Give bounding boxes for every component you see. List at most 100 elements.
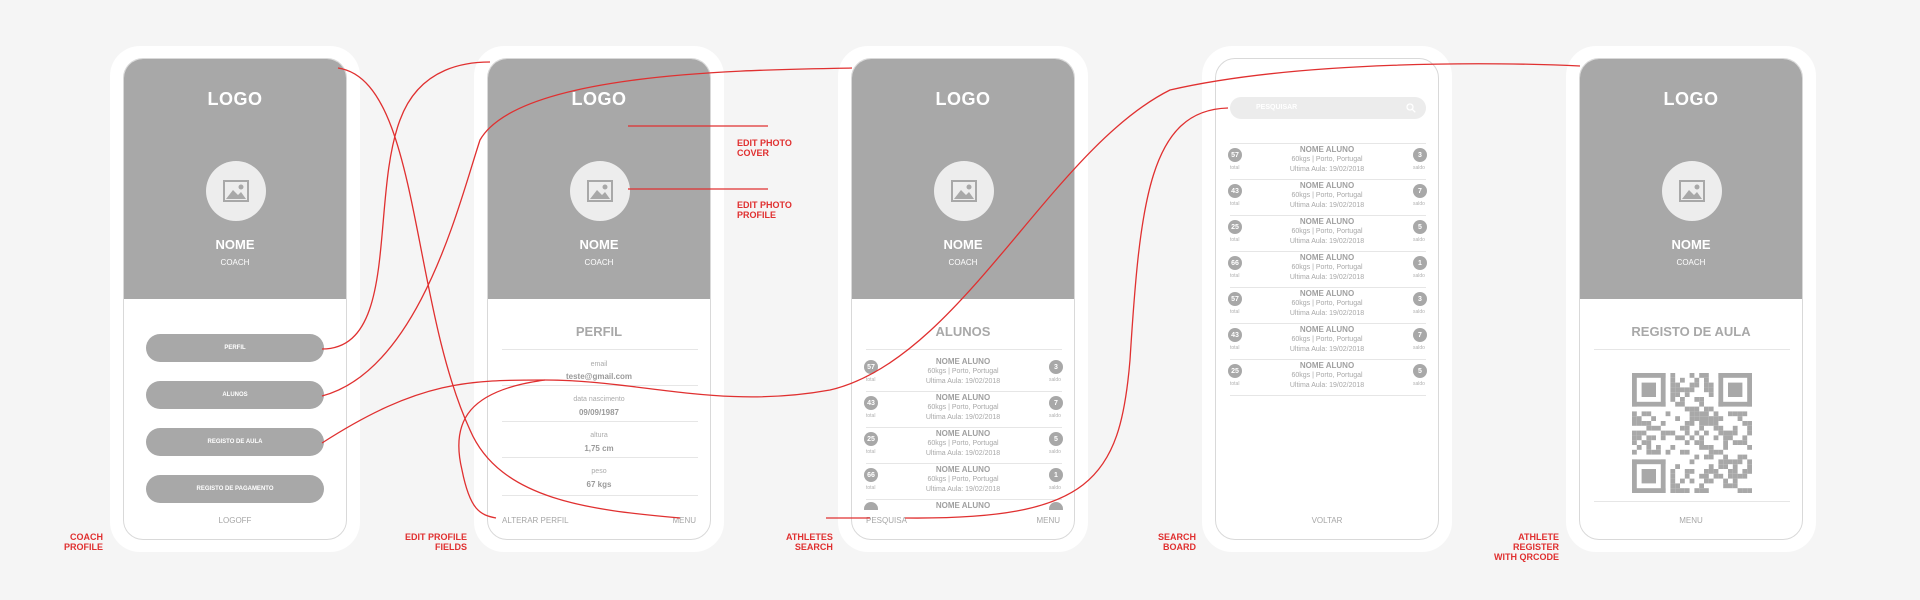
list-item[interactable]: 43 total NOME ALUNO 60kgs | Porto, Portu…	[1216, 181, 1438, 217]
divider	[1230, 251, 1426, 252]
qr-module	[1684, 469, 1690, 474]
qr-module	[1641, 440, 1647, 445]
qr-module	[1641, 382, 1656, 397]
qr-module	[1632, 459, 1666, 465]
weight-field[interactable]: 67 kgs	[586, 480, 612, 489]
perfil-button[interactable]: PERFIL	[146, 334, 324, 362]
list-item[interactable]: 57 total NOME ALUNO 60kgs | Porto, Portu…	[1216, 289, 1438, 325]
logoff-link[interactable]: LOGOFF	[218, 516, 252, 525]
list-item[interactable]: 25 total NOME ALUNO 60kgs | Porto, Portu…	[1216, 217, 1438, 253]
qr-module	[1675, 416, 1680, 421]
height-field[interactable]: 1,75 cm	[584, 444, 614, 453]
qr-module	[1742, 454, 1748, 460]
qr-module	[1684, 421, 1690, 426]
saldo-label: saldo	[1049, 377, 1061, 383]
qr-module	[1665, 430, 1671, 436]
athlete-last-class: Ultima Aula: 19/02/2018	[1289, 382, 1365, 389]
qr-module	[1723, 435, 1728, 441]
qr-module	[1723, 430, 1728, 436]
qr-module	[1708, 416, 1714, 421]
alterar-perfil-link[interactable]: ALTERAR PERFIL	[502, 516, 569, 525]
athlete-info: 60kgs | Porto, Portugal	[1291, 156, 1363, 163]
qr-module	[1675, 387, 1680, 393]
divider	[866, 463, 1062, 464]
qr-module	[1660, 430, 1666, 436]
qr-module	[1718, 459, 1724, 465]
annotation-line: COACH	[70, 532, 104, 542]
qr-module	[1732, 464, 1738, 469]
pesquisa-link[interactable]: PESQUISA	[866, 516, 907, 525]
avatar[interactable]	[570, 161, 630, 221]
qr-module	[1708, 387, 1714, 393]
weight-label: peso	[591, 468, 607, 475]
page-title: PERFIL	[575, 324, 623, 339]
qr-module	[1728, 459, 1733, 465]
athlete-last-class: Ultima Aula: 19/02/2018	[1289, 166, 1365, 173]
image-icon	[1679, 180, 1705, 202]
birthdate-field[interactable]: 09/09/1987	[578, 408, 620, 417]
list-item[interactable]: 43 total NOME ALUNO 60kgs | Porto, Portu…	[1216, 325, 1438, 361]
screen-athlete-register: LOGO NOME COACH REGISTO DE AULA MENU	[1579, 58, 1803, 540]
registo-aula-button[interactable]: REGISTO DE AULA	[146, 428, 324, 456]
list-item[interactable]: 43 total NOME ALUNO 60kgs | Porto, Portu…	[852, 393, 1074, 429]
menu-link[interactable]: MENU	[1036, 516, 1060, 525]
list-item[interactable]: 25 total NOME ALUNO 60kgs | Porto, Portu…	[852, 429, 1074, 465]
divider	[1230, 215, 1426, 216]
qr-module	[1699, 483, 1704, 489]
screen-search-board: PESQUISAR 57 total NOME ALUNO 60kgs | Po…	[1215, 58, 1439, 540]
annotation-line: EDIT PHOTO	[737, 138, 792, 148]
qr-module	[1737, 416, 1743, 421]
menu-link[interactable]: MENU	[672, 516, 696, 525]
search-icon[interactable]	[1406, 103, 1416, 113]
qr-module	[1732, 469, 1738, 474]
saldo-label: saldo	[1413, 381, 1425, 387]
qr-module	[1699, 397, 1704, 402]
qr-module	[1646, 435, 1652, 441]
menu-link[interactable]: MENU	[1679, 516, 1703, 525]
qr-module	[1646, 425, 1652, 431]
avatar	[934, 161, 994, 221]
qr-module	[1708, 464, 1714, 469]
email-field[interactable]: teste@gmail.com	[565, 372, 633, 381]
divider	[866, 391, 1062, 392]
qr-module	[1680, 387, 1685, 393]
divider	[1594, 349, 1790, 350]
qr-module	[1689, 469, 1695, 474]
qr-module	[1646, 440, 1652, 445]
screen-coach-profile: LOGO NOME COACH PERFIL ALUNOS REGISTO DE…	[123, 58, 347, 540]
search-input[interactable]: PESQUISAR	[1230, 97, 1426, 119]
qr-module	[1713, 421, 1719, 426]
qr-module	[1636, 416, 1642, 421]
qr-module	[1708, 449, 1714, 455]
qr-module	[1704, 406, 1709, 412]
list-item[interactable]: 57 total NOME ALUNO 60kgs | Porto, Portu…	[1216, 145, 1438, 181]
qr-module	[1641, 469, 1656, 484]
qr-module	[1694, 382, 1700, 388]
saldo-label: saldo	[1413, 201, 1425, 207]
divider	[1594, 501, 1790, 502]
qr-module	[1718, 449, 1724, 455]
qr-module	[1713, 435, 1719, 441]
qr-module	[1728, 411, 1733, 417]
qr-module	[1699, 401, 1704, 407]
list-item[interactable]: 66 total NOME ALUNO 60kgs | Porto, Portu…	[852, 465, 1074, 501]
alunos-button[interactable]: ALUNOS	[146, 381, 324, 409]
qr-module	[1704, 488, 1709, 493]
voltar-link[interactable]: VOLTAR	[1311, 516, 1343, 525]
saldo-badge: 3	[1049, 360, 1063, 374]
saldo-badge: 3	[1413, 292, 1427, 306]
qr-module	[1651, 425, 1656, 431]
qr-module	[1728, 473, 1733, 479]
list-item[interactable]: 57 total NOME ALUNO 60kgs | Porto, Portu…	[852, 357, 1074, 393]
registo-pagamento-button[interactable]: REGISTO DE PAGAMENTO	[146, 475, 324, 503]
list-item[interactable]: 66 total NOME ALUNO 60kgs | Porto, Portu…	[1216, 253, 1438, 289]
qr-module	[1684, 440, 1690, 445]
qr-module	[1704, 421, 1709, 426]
qr-module	[1689, 421, 1695, 426]
qr-module	[1704, 387, 1709, 393]
divider	[502, 349, 698, 350]
qr-module	[1675, 401, 1680, 407]
qr-module	[1632, 435, 1637, 441]
qr-module	[1694, 440, 1700, 445]
list-item[interactable]: 25 total NOME ALUNO 60kgs | Porto, Portu…	[1216, 361, 1438, 397]
